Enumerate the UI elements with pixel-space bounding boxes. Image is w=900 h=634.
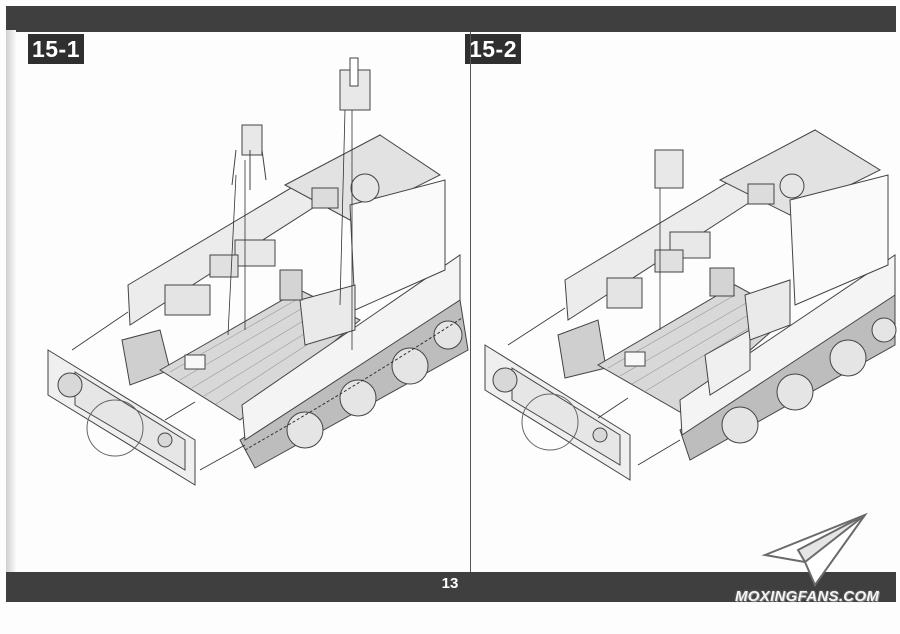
extinguisher-part [339, 57, 371, 111]
radio-mount-part [231, 124, 267, 190]
top-band [6, 6, 896, 32]
hull-right-wall [241, 179, 461, 441]
hull-right-wall [679, 174, 896, 436]
binding-edge [6, 30, 16, 578]
bottom-band [6, 572, 896, 602]
right-track [679, 289, 897, 461]
internal-equipment [164, 173, 380, 370]
paper-plane-icon [761, 512, 868, 588]
assembly-lines-15-1 [71, 109, 353, 471]
internal-equipment [606, 173, 805, 367]
rear-plate [47, 349, 196, 486]
right-track [239, 299, 469, 469]
radio-mount-part [654, 149, 684, 189]
assembly-lines-15-2 [507, 188, 681, 466]
left-track [557, 319, 607, 379]
step-label-15-1: 15-1 [28, 34, 84, 64]
page-number: 13 [441, 575, 459, 592]
step-divider [470, 32, 471, 572]
watermark-text: MOXINGFANS.COM [735, 588, 880, 605]
step-label-15-2: 15-2 [465, 34, 521, 64]
rear-plate [484, 344, 631, 481]
